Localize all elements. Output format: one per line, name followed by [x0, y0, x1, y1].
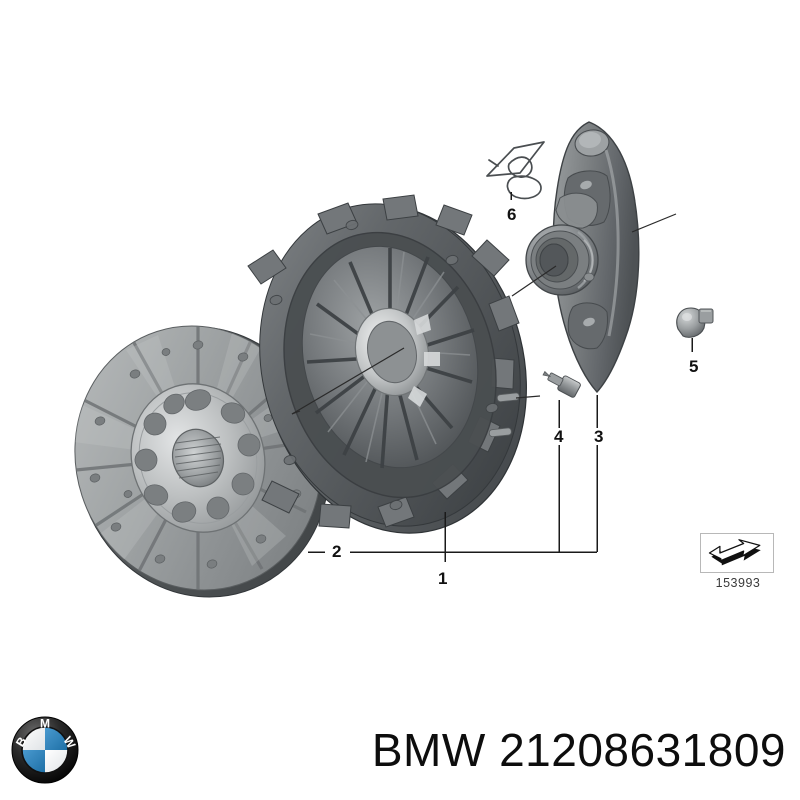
part-release-fork-retaining-clip[interactable] — [486, 141, 545, 200]
part-number-text: BMW 21208631809 — [371, 724, 786, 776]
3d-arrow-icon — [708, 539, 761, 566]
callout-3[interactable]: 3 — [592, 427, 605, 446]
svg-text:M: M — [40, 717, 50, 731]
callout-5[interactable]: 5 — [687, 357, 700, 376]
callout-6[interactable]: 6 — [505, 205, 518, 224]
callout-4[interactable]: 4 — [552, 427, 565, 446]
hub-lightening-holes — [134, 389, 261, 523]
bmw-roundel-logo: B M W — [11, 716, 79, 784]
part-release-fork-pivot-bolt[interactable] — [676, 307, 714, 338]
exploded-parts-diagram: 1 2 3 4 5 6 153993 — [74, 121, 776, 598]
part-clutch-bolt[interactable] — [540, 366, 581, 398]
part-clutch-release-fork[interactable] — [525, 121, 640, 394]
leader-lines — [308, 192, 693, 562]
splined-hub — [171, 428, 225, 488]
diagram-id-box — [700, 533, 774, 573]
part-pointer-leaders — [291, 213, 677, 415]
diagram-reference: 153993 — [700, 533, 776, 590]
clutch-release-bearing — [525, 224, 599, 296]
diagram-id-caption: 153993 — [715, 576, 761, 590]
callout-1[interactable]: 1 — [436, 569, 449, 588]
diagram-canvas — [74, 121, 714, 598]
callout-2[interactable]: 2 — [330, 542, 343, 561]
part-clutch-pressure-plate[interactable] — [226, 176, 560, 562]
footer-bar: B M W BMW 21208631809 — [0, 700, 800, 800]
